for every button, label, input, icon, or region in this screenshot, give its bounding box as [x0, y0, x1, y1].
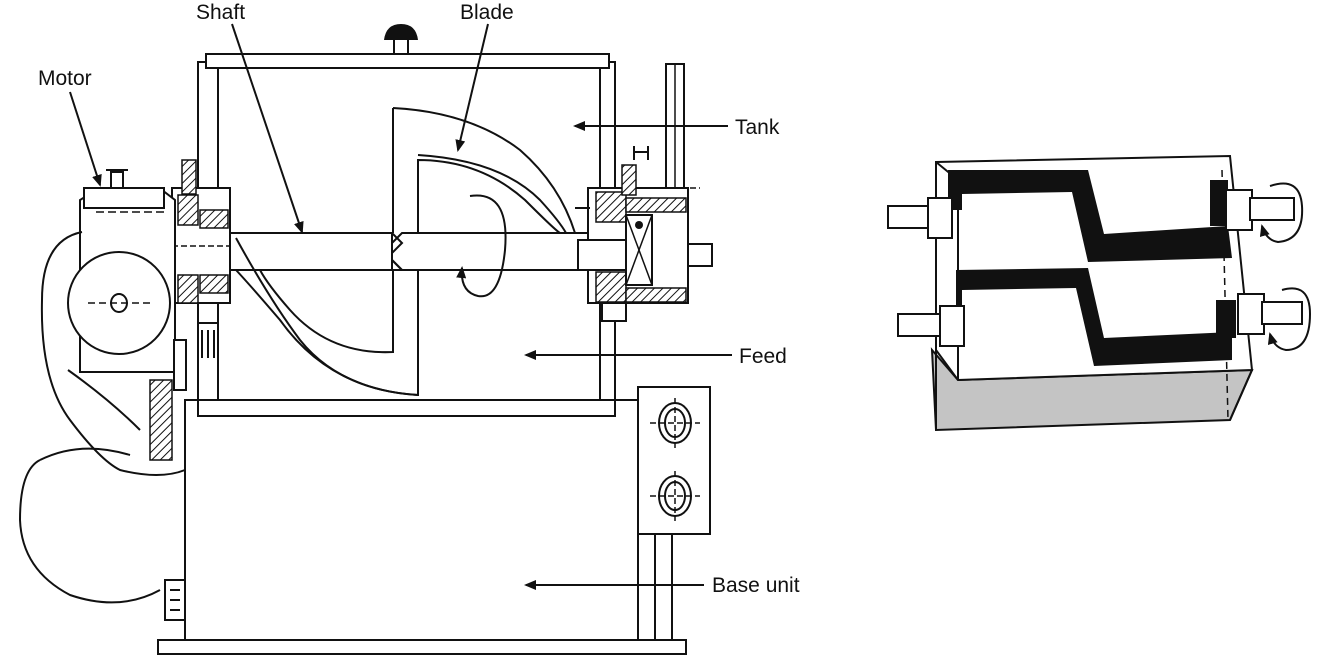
leader-lines	[69, 23, 732, 590]
pulley-icon	[67, 251, 171, 355]
base-unit-body	[184, 399, 639, 641]
upper-blade	[948, 170, 1232, 262]
control-panel	[637, 386, 711, 640]
tank	[197, 24, 616, 417]
rotation-arrow-icon	[1267, 287, 1312, 352]
lid-knob-icon	[384, 24, 418, 55]
shaft-stub-right-upper	[1225, 189, 1295, 231]
label-shaft: Shaft	[196, 1, 245, 24]
tank-lid	[205, 53, 610, 69]
left-bearing	[171, 159, 231, 358]
trough-sketch	[887, 154, 1312, 432]
label-blade: Blade	[460, 1, 514, 24]
motor	[18, 169, 187, 621]
gauge-icon	[650, 398, 700, 448]
sigma-blade	[235, 107, 576, 397]
tilt-rod	[665, 63, 685, 195]
label-tank: Tank	[735, 116, 780, 139]
shaft-stub-left-lower	[897, 305, 965, 347]
right-bearing	[575, 146, 713, 322]
shaft-stub-right-lower	[1237, 293, 1303, 335]
sigma-mixer-assembly: Shaft Blade Motor Tank Feed Base unit	[18, 1, 800, 655]
gauge-icon	[650, 471, 700, 521]
label-base-unit: Base unit	[712, 574, 800, 597]
shaft-stub-left-upper	[887, 197, 953, 239]
belt-guard	[40, 231, 186, 476]
rotation-arrow-icon	[1259, 182, 1304, 244]
label-motor: Motor	[38, 67, 92, 90]
rotation-arrow-icon	[456, 194, 507, 298]
label-feed: Feed	[739, 345, 787, 368]
lower-blade	[956, 268, 1232, 366]
base-plate	[157, 639, 687, 655]
